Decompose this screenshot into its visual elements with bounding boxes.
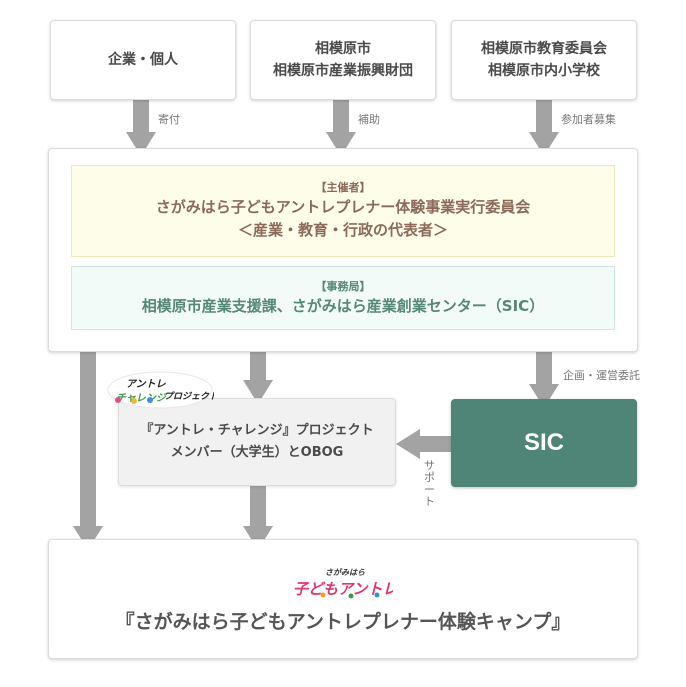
camp-title: 『さがみはら子どもアントレプレナー体験キャンプ』 [115,610,571,633]
arrow-commission [529,352,559,408]
logo-sagamihara-text: さがみはら [325,567,365,577]
sic-label: SIC [523,429,564,456]
sic-box: SIC [451,399,637,487]
logo-entre-text: アントレ [126,379,167,390]
logo-challenge-text: チャレンジ [116,392,168,404]
source-city: 相模原市 相模原市産業振興財団 [250,20,436,100]
source-education-line2: 相模原市内小学校 [488,63,600,79]
edge-label-commission: 企画・運営委託 [563,369,640,382]
edge-label-donation: 寄付 [158,113,180,126]
source-corporate-label: 企業・個人 [108,52,178,68]
entre-challenge-logo: アントレ チャレンジ プロジェクト [107,371,214,409]
arrow-donation [126,100,156,156]
source-education-line1: 相模原市教育委員会 [481,41,607,57]
members-line1: 『アントレ・チャレンジ』プロジェクト [140,423,374,438]
source-city-line1: 相模原市 [315,41,371,57]
arrow-to-members [243,352,273,404]
arrow-members-to-camp [243,486,273,550]
organizer-subtitle: ＜産業・教育・行政の代表者＞ [237,221,448,239]
arrow-subsidy [326,100,356,156]
organizer-name: さがみはら子どもアントレプレナー体験事業実行委員会 [155,198,531,216]
organizer-panel: 【主催者】 さがみはら子どもアントレプレナー体験事業実行委員会 ＜産業・教育・行… [71,165,615,257]
secretariat-tag: 【事務局】 [315,279,371,293]
camp-box: さがみはら 子どもアントレ 『さがみはら子どもアントレプレナー体験キャンプ』 [48,539,638,659]
organizer-tag: 【主催者】 [315,181,371,194]
source-education: 相模原市教育委員会 相模原市内小学校 [451,20,637,100]
edge-label-support: サポート [424,459,435,508]
edge-label-recruit: 参加者募集 [561,113,616,126]
secretariat-panel: 【事務局】 相模原市産業支援課、さがみはら産業創業センター（SIC） [71,266,615,330]
members-line2: メンバー（大学生）とOBOG [170,445,344,460]
kodomo-entre-logo: さがみはら 子どもアントレ [293,567,393,598]
logo-project-text: プロジェクト [164,391,214,402]
secretariat-name: 相模原市産業支援課、さがみはら産業創業センター（SIC） [141,296,545,315]
arrow-support [396,429,454,459]
source-corporate: 企業・個人 [50,20,236,100]
edge-label-subsidy: 補助 [358,113,380,126]
arrow-to-camp-left [73,352,103,550]
source-city-line2: 相模原市産業振興財団 [273,63,413,79]
arrow-recruit [529,100,559,156]
members-box: 『アントレ・チャレンジ』プロジェクト メンバー（大学生）とOBOG [118,398,396,486]
logo-kodomo-text: 子どもアントレ [293,580,393,598]
